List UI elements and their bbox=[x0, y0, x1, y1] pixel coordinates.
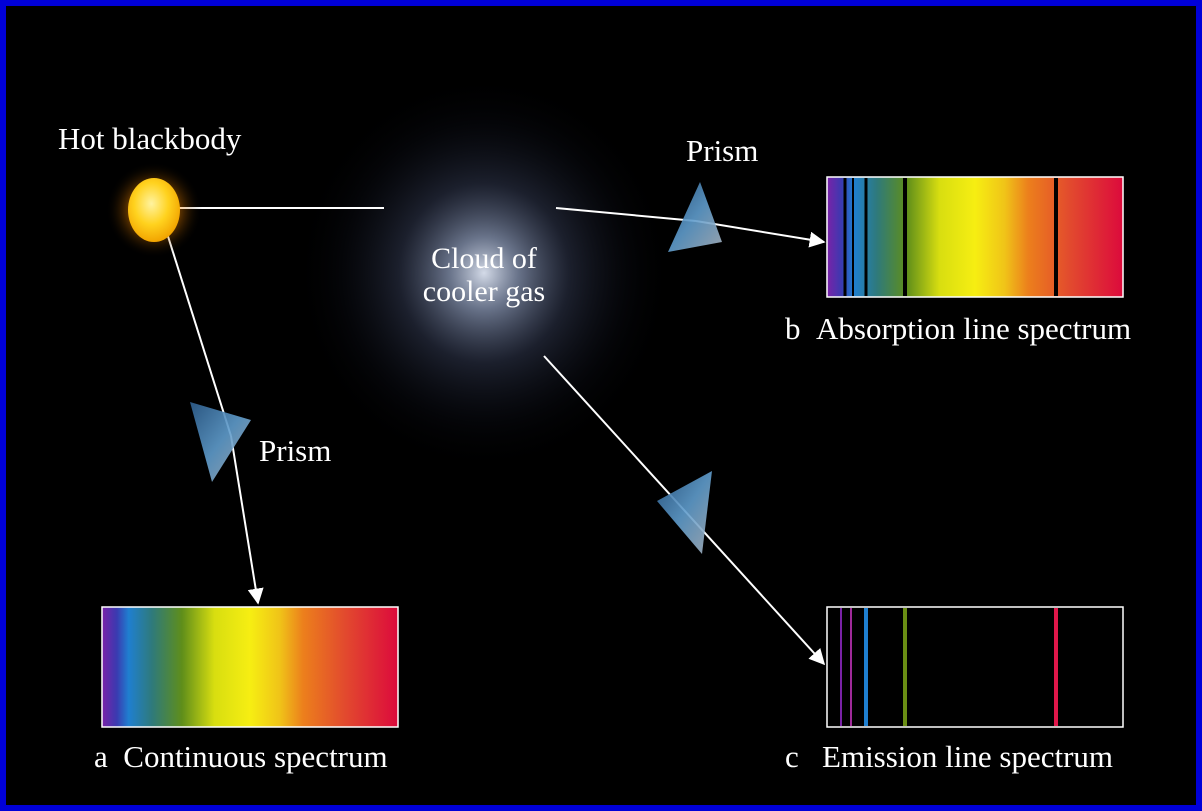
blackbody-sun bbox=[128, 178, 180, 242]
absorption-caption: b Absorption line spectrum bbox=[785, 311, 1132, 346]
diagram-graphics bbox=[101, 73, 1124, 728]
ray-left-prism-to-continuous bbox=[230, 435, 264, 605]
diagram-scene: Hot blackbody Cloud of cooler gas Prism … bbox=[6, 6, 1196, 805]
prism-top-label: Prism bbox=[686, 133, 759, 168]
hot-blackbody-label: Hot blackbody bbox=[58, 121, 242, 156]
emission-letter: c bbox=[785, 739, 799, 774]
absorption-letter: b bbox=[785, 311, 801, 346]
absorption-caption-text: Absorption line spectrum bbox=[816, 311, 1132, 346]
absorption-spectrum bbox=[826, 176, 1124, 298]
prism-lower bbox=[657, 471, 712, 554]
ray-top-prism-to-absorption bbox=[695, 220, 826, 248]
cloud-label-line1: Cloud of bbox=[431, 242, 537, 275]
prism-left-label: Prism bbox=[259, 433, 332, 468]
continuous-spectrum bbox=[101, 606, 399, 728]
ray-blackbody-to-left-prism bbox=[165, 229, 232, 437]
emission-spectrum bbox=[826, 606, 1124, 728]
emission-caption-text: Emission line spectrum bbox=[822, 739, 1114, 774]
continuous-caption: a Continuous spectrum bbox=[94, 739, 388, 774]
gas-cloud bbox=[294, 73, 674, 473]
ray-cloud-to-top-prism bbox=[555, 207, 697, 222]
continuous-caption-text: Continuous spectrum bbox=[123, 739, 388, 774]
prism-left bbox=[190, 402, 251, 482]
cloud-label-line2: cooler gas bbox=[422, 275, 546, 308]
emission-caption: c Emission line spectrum bbox=[785, 739, 1114, 774]
continuous-letter: a bbox=[94, 739, 108, 774]
cloud-label: Cloud of cooler gas bbox=[374, 242, 594, 308]
prism-top bbox=[668, 182, 722, 252]
